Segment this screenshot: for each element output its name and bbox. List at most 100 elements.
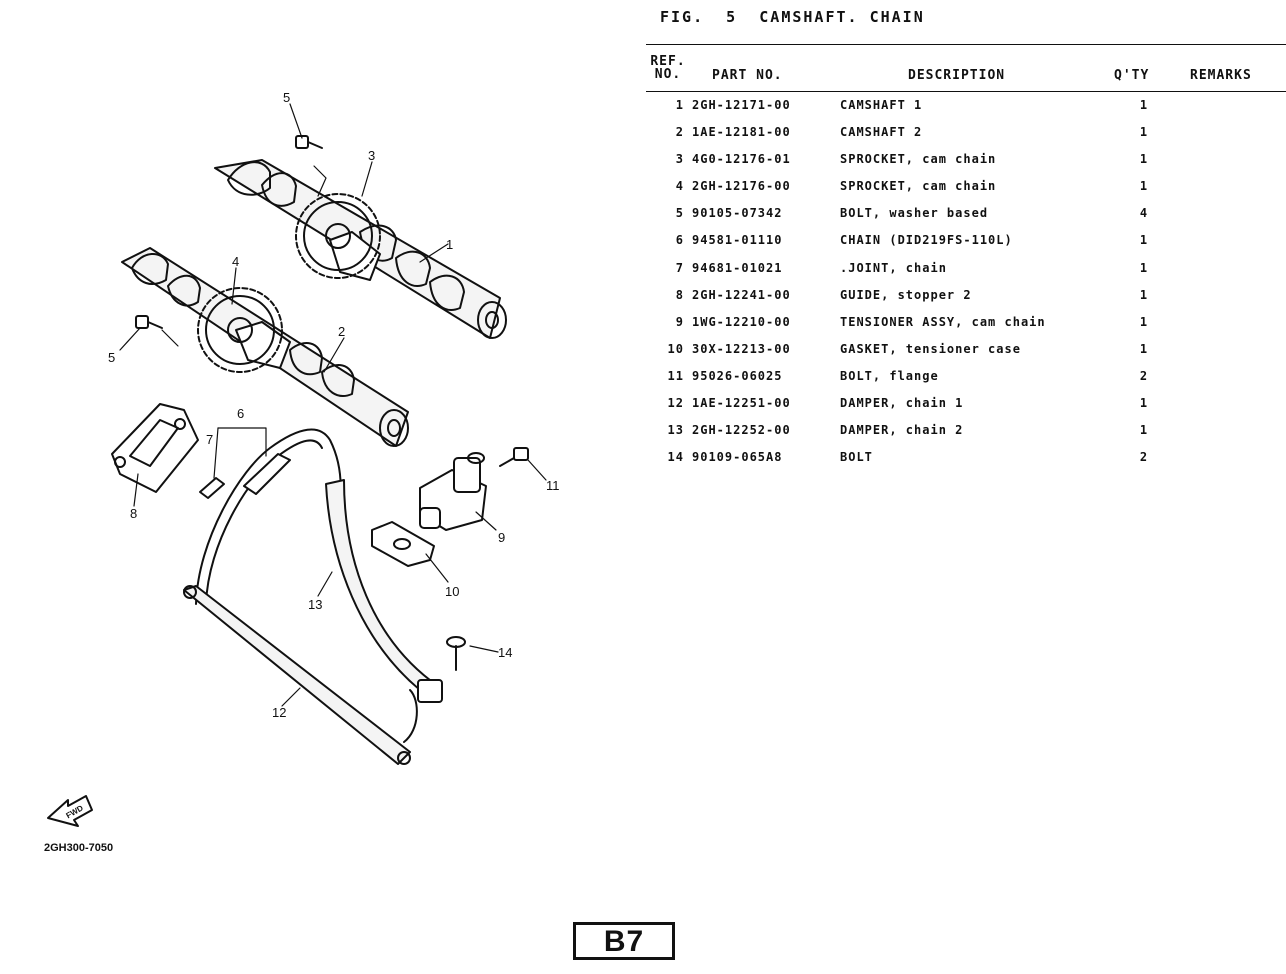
callout-numbers: 1 2 3 4 5 5 6 7 8 9 10 11 12 13 14 (108, 90, 560, 720)
fwd-arrow-icon: FWD (47, 795, 93, 827)
sprocket-3-drawing (295, 193, 381, 279)
header-ref-line2: NO. (654, 67, 682, 82)
part-no-cell: 95026-06025 (692, 368, 783, 383)
table-row: 5 90105-07342 BOLT, washer based 4 (646, 200, 1286, 227)
part-no-cell: 30X-12213-00 (692, 341, 791, 356)
qty-cell: 2 (1139, 368, 1149, 383)
qty-cell: 4 (1139, 206, 1149, 221)
ref-cell: 10 (667, 341, 684, 356)
callout-14: 14 (498, 645, 512, 660)
callout-6: 6 (237, 406, 244, 421)
part-no-cell: 1AE-12181-00 (692, 125, 791, 140)
bolt-11-drawing (499, 447, 529, 467)
callout-1: 1 (446, 237, 453, 252)
description-cell: SPROCKET, cam chain (840, 179, 997, 194)
header-qty: Q'TY (1114, 68, 1150, 83)
header-part-no: PART NO. (712, 68, 783, 83)
ref-cell: 4 (675, 179, 684, 194)
table-header: REF.NO. PART NO. DESCRIPTION Q'TY REMARK… (646, 45, 1286, 92)
page-title: FIG. 5 CAMSHAFT. CHAIN (660, 8, 925, 26)
ref-cell: 6 (675, 233, 684, 248)
description-cell: BOLT (840, 450, 873, 465)
callout-13: 13 (308, 597, 322, 612)
part-no-cell: 94581-01110 (692, 233, 783, 248)
description-cell: SPROCKET, cam chain (840, 152, 997, 167)
callout-8: 8 (130, 506, 137, 521)
part-no-cell: 1WG-12210-00 (692, 314, 791, 329)
description-cell: GASKET, tensioner case (840, 341, 1021, 356)
qty-cell: 1 (1139, 152, 1149, 167)
description-cell: CHAIN (DID219FS-110L) (840, 233, 1013, 248)
leader-lines (119, 103, 547, 707)
description-cell: DAMPER, chain 2 (840, 423, 964, 438)
ref-cell: 2 (675, 125, 684, 140)
description-cell: DAMPER, chain 1 (840, 396, 964, 411)
joint-7-drawing (199, 453, 291, 499)
ref-cell: 7 (675, 260, 684, 275)
table-row: 14 90109-065A8 BOLT 2 (646, 444, 1286, 471)
part-no-cell: 90105-07342 (692, 206, 783, 221)
callout-12: 12 (272, 705, 286, 720)
part-no-cell: 2GH-12241-00 (692, 287, 791, 302)
callout-3: 3 (368, 148, 375, 163)
tensioner-9-drawing (419, 452, 487, 531)
callout-5b: 5 (108, 350, 115, 365)
chain-6-drawing (195, 428, 418, 743)
description-cell: TENSIONER ASSY, cam chain (840, 314, 1046, 329)
table-row: 3 4G0-12176-01 SPROCKET, cam chain 1 (646, 146, 1286, 173)
qty-cell: 1 (1139, 287, 1149, 302)
qty-cell: 1 (1139, 260, 1149, 275)
callout-5a: 5 (283, 90, 290, 105)
table-row: 11 95026-06025 BOLT, flange 2 (646, 363, 1286, 390)
description-cell: CAMSHAFT 1 (840, 98, 923, 112)
part-no-cell: 2GH-12171-00 (692, 98, 791, 112)
exploded-parts-diagram: 1 2 3 4 5 5 6 7 8 9 10 11 12 13 14 FWD (47, 90, 560, 827)
ref-cell: 1 (675, 98, 684, 112)
camshaft-2-drawing (121, 247, 409, 447)
qty-cell: 2 (1139, 450, 1149, 465)
header-ref-line1: REF. (650, 54, 686, 69)
sprocket-4-drawing (197, 287, 283, 373)
callout-10: 10 (445, 584, 459, 599)
description-cell: BOLT, washer based (840, 206, 989, 221)
ref-cell: 8 (675, 287, 684, 302)
camshaft-1-drawing (214, 159, 507, 339)
damper-13-drawing (325, 479, 443, 703)
description-cell: BOLT, flange (840, 368, 939, 383)
parts-table: REF.NO. PART NO. DESCRIPTION Q'TY REMARK… (646, 44, 1286, 471)
page-number-badge: B7 (573, 922, 675, 960)
table-row: 6 94581-01110 CHAIN (DID219FS-110L) 1 (646, 227, 1286, 254)
ref-cell: 11 (667, 368, 684, 383)
ref-cell: 5 (675, 206, 684, 221)
ref-cell: 13 (667, 423, 684, 438)
qty-cell: 1 (1139, 423, 1149, 438)
callout-7: 7 (206, 432, 213, 447)
callout-11: 11 (546, 478, 560, 493)
qty-cell: 1 (1139, 233, 1149, 248)
part-no-cell: 94681-01021 (692, 260, 783, 275)
qty-cell: 1 (1139, 314, 1149, 329)
header-description: DESCRIPTION (908, 68, 1006, 83)
header-remarks: REMARKS (1190, 68, 1252, 83)
damper-12-drawing (183, 585, 411, 765)
qty-cell: 1 (1139, 396, 1149, 411)
header-ref-no: REF.NO. (646, 55, 690, 81)
description-cell: CAMSHAFT 2 (840, 125, 923, 140)
ref-cell: 12 (667, 396, 684, 411)
qty-cell: 1 (1139, 179, 1149, 194)
ref-cell: 14 (667, 450, 684, 465)
ref-cell: 3 (675, 152, 684, 167)
description-cell: GUIDE, stopper 2 (840, 287, 972, 302)
part-no-cell: 90109-065A8 (692, 450, 783, 465)
qty-cell: 1 (1139, 125, 1149, 140)
bolt-14-drawing (446, 636, 466, 671)
part-no-cell: 4G0-12176-01 (692, 152, 791, 167)
diagram-code: 2GH300-7050 (44, 842, 114, 854)
qty-cell: 1 (1139, 341, 1149, 356)
